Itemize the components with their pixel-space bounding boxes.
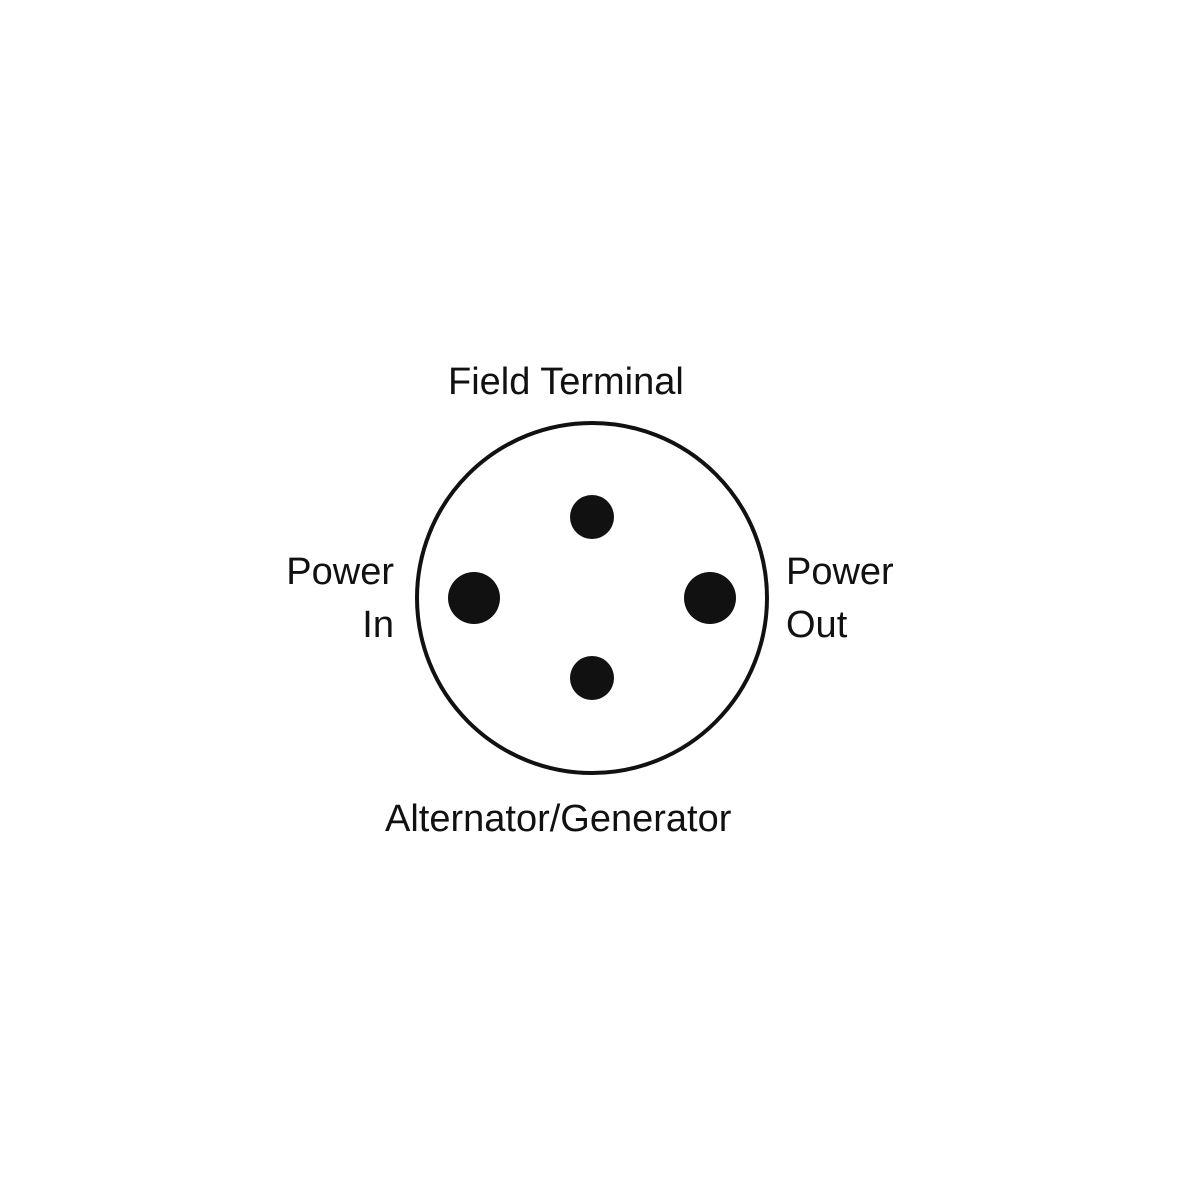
label-field-terminal: Field Terminal xyxy=(448,361,684,403)
label-power-in-line2: In xyxy=(362,604,394,646)
connector-outline xyxy=(415,421,769,775)
label-alternator-generator: Alternator/Generator xyxy=(385,798,732,840)
label-power-out-line1: Power xyxy=(786,551,894,593)
pin-power-in xyxy=(448,572,500,624)
label-power-out-line2: Out xyxy=(786,604,848,646)
pin-field-terminal xyxy=(570,495,614,539)
pin-power-out xyxy=(684,572,736,624)
label-power-in-line1: Power xyxy=(286,551,394,593)
pin-alternator-generator xyxy=(570,656,614,700)
